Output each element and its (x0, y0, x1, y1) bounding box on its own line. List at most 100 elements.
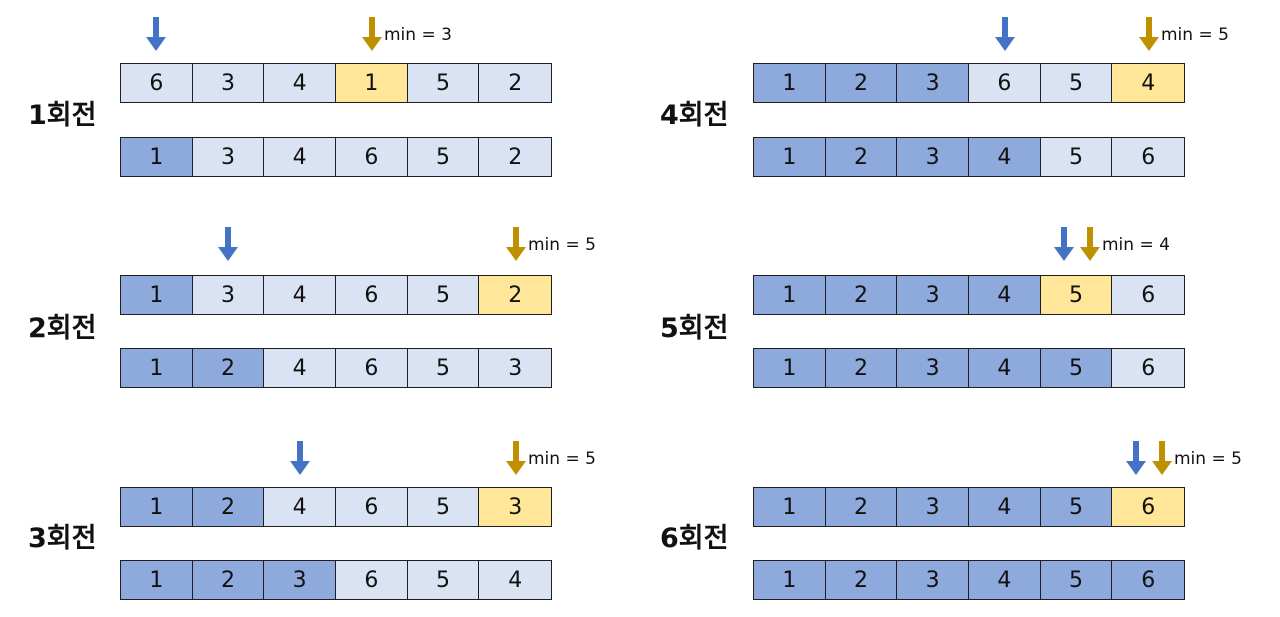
array-cell: 6 (121, 64, 193, 102)
array-cell: 3 (897, 138, 970, 176)
array-cell: 2 (192, 488, 265, 526)
current-index-arrow-icon (146, 17, 166, 51)
array-cell: 6 (336, 561, 408, 599)
array-cell: 1 (754, 138, 826, 176)
array-cell: 1 (121, 488, 193, 526)
array-cell: 2 (479, 138, 552, 176)
min-index-arrow-icon (1139, 17, 1159, 51)
array-cell: 1 (754, 349, 826, 387)
array-cell: 1 (121, 349, 193, 387)
array-cell: 6 (1112, 561, 1185, 599)
array-cell: 4 (264, 488, 337, 526)
array-cell: 2 (479, 276, 552, 314)
pass-label: 3회전 (28, 523, 97, 554)
array-cell: 4 (969, 276, 1041, 314)
pass-label: 2회전 (28, 313, 97, 344)
array-cell: 5 (1040, 138, 1113, 176)
array-cell: 3 (264, 561, 337, 599)
array-cell: 2 (192, 349, 265, 387)
array-cell: 1 (754, 64, 826, 102)
array-cell: 5 (1040, 276, 1113, 314)
min-index-arrow-icon (362, 17, 382, 51)
current-index-arrow-icon (995, 17, 1015, 51)
array-cell: 4 (479, 561, 552, 599)
array-cell: 5 (1040, 561, 1113, 599)
min-label: min = 5 (528, 449, 596, 469)
array-cell: 5 (407, 276, 480, 314)
min-index-arrow-icon (1080, 227, 1100, 261)
array-cell: 4 (1112, 64, 1185, 102)
array-cell: 4 (969, 349, 1041, 387)
array-cell: 2 (825, 349, 898, 387)
array-cell: 3 (897, 276, 970, 314)
array-cell: 4 (264, 276, 337, 314)
min-index-arrow-icon (1152, 441, 1172, 475)
array-cell: 5 (1040, 349, 1113, 387)
pass-label: 5회전 (660, 313, 729, 344)
array-cell: 5 (407, 561, 480, 599)
array-cell: 3 (897, 64, 970, 102)
array-cell: 4 (264, 138, 337, 176)
pass-label: 4회전 (660, 100, 729, 131)
array-cell: 6 (969, 64, 1041, 102)
array-cell: 6 (336, 488, 408, 526)
current-index-arrow-icon (218, 227, 238, 261)
array-cell: 6 (1112, 349, 1185, 387)
array-cell: 3 (192, 64, 265, 102)
pass-label: 1회전 (28, 100, 97, 131)
array-cell: 4 (264, 64, 337, 102)
array-cell: 5 (407, 138, 480, 176)
array-cell: 1 (754, 561, 826, 599)
array-cell: 2 (825, 138, 898, 176)
array-cell: 2 (825, 276, 898, 314)
array-cell: 5 (1040, 64, 1113, 102)
array-cell: 2 (825, 64, 898, 102)
array-cell: 3 (479, 488, 552, 526)
array-cell: 5 (407, 64, 480, 102)
array-cell: 6 (336, 349, 408, 387)
array-cell: 3 (192, 276, 265, 314)
array-cell: 3 (479, 349, 552, 387)
array-cell: 5 (407, 349, 480, 387)
array-cell: 4 (969, 138, 1041, 176)
array-cell: 1 (754, 276, 826, 314)
array-cell: 1 (121, 276, 193, 314)
array-cell: 2 (192, 561, 265, 599)
array-cell: 5 (407, 488, 480, 526)
pass-label: 6회전 (660, 523, 729, 554)
min-index-arrow-icon (506, 441, 526, 475)
min-label: min = 4 (1102, 235, 1170, 255)
array-cell: 1 (754, 488, 826, 526)
min-label: min = 5 (528, 235, 596, 255)
array-cell: 6 (1112, 138, 1185, 176)
array-cell: 6 (336, 138, 408, 176)
array-cell: 6 (336, 276, 408, 314)
array-cell: 1 (121, 138, 193, 176)
array-cell: 3 (192, 138, 265, 176)
min-label: min = 5 (1161, 25, 1229, 45)
min-label: min = 3 (384, 25, 452, 45)
min-index-arrow-icon (506, 227, 526, 261)
array-cell: 4 (969, 488, 1041, 526)
min-label: min = 5 (1174, 449, 1242, 469)
array-cell: 5 (1040, 488, 1113, 526)
array-cell: 6 (1112, 276, 1185, 314)
current-index-arrow-icon (1126, 441, 1146, 475)
array-cell: 3 (897, 561, 970, 599)
current-index-arrow-icon (1054, 227, 1074, 261)
array-cell: 6 (1112, 488, 1185, 526)
array-cell: 2 (479, 64, 552, 102)
array-cell: 1 (336, 64, 408, 102)
